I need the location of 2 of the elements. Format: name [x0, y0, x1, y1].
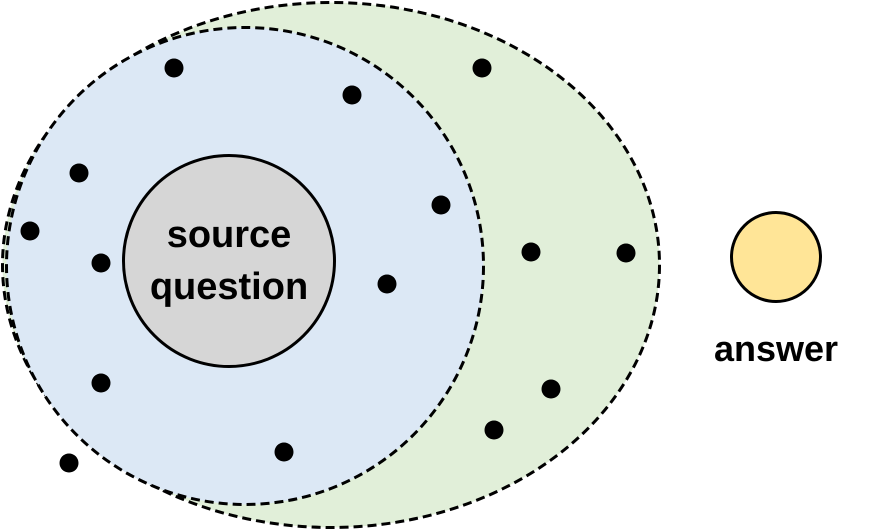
- node-label: source question: [148, 213, 310, 310]
- node-label: answer: [712, 327, 840, 371]
